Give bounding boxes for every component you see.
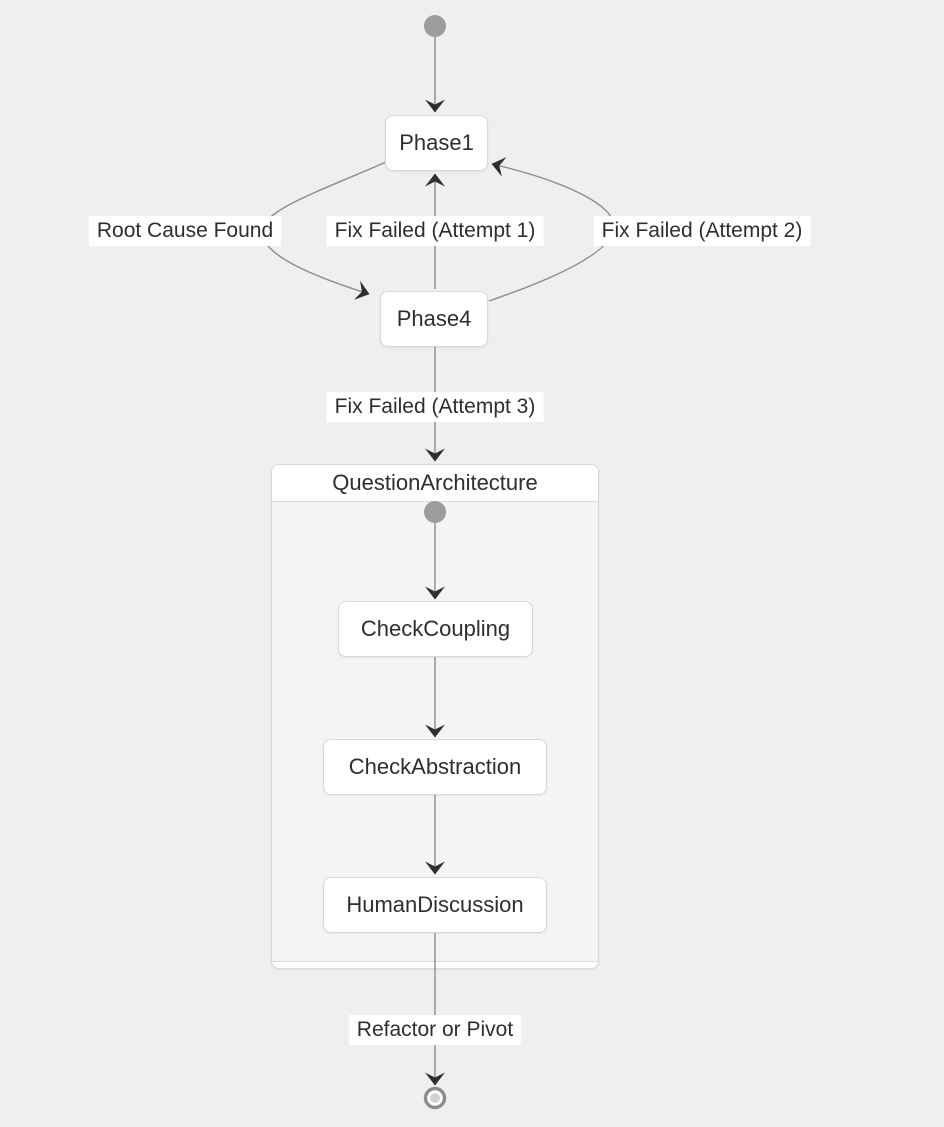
edge-label-root-cause-found: Root Cause Found (88, 216, 282, 246)
edge-label-refactor-or-pivot: Refactor or Pivot (348, 1015, 522, 1045)
state-node-checkabstraction: CheckAbstraction (323, 739, 547, 795)
end-state-inner-icon (430, 1093, 440, 1103)
inner-start-state-icon (424, 501, 446, 523)
edge-label-fix-failed-attempt-2: Fix Failed (Attempt 2) (593, 216, 811, 246)
edge-label-fix-failed-attempt-3: Fix Failed (Attempt 3) (326, 392, 544, 422)
edge-label-fix-failed-attempt-1: Fix Failed (Attempt 1) (326, 216, 544, 246)
state-node-checkcoupling: CheckCoupling (338, 601, 533, 657)
state-node-phase1: Phase1 (385, 115, 488, 171)
state-node-phase4: Phase4 (380, 291, 488, 347)
state-node-humandiscussion: HumanDiscussion (323, 877, 547, 933)
start-state-icon (424, 15, 446, 37)
composite-state-title: QuestionArchitecture (272, 465, 598, 502)
